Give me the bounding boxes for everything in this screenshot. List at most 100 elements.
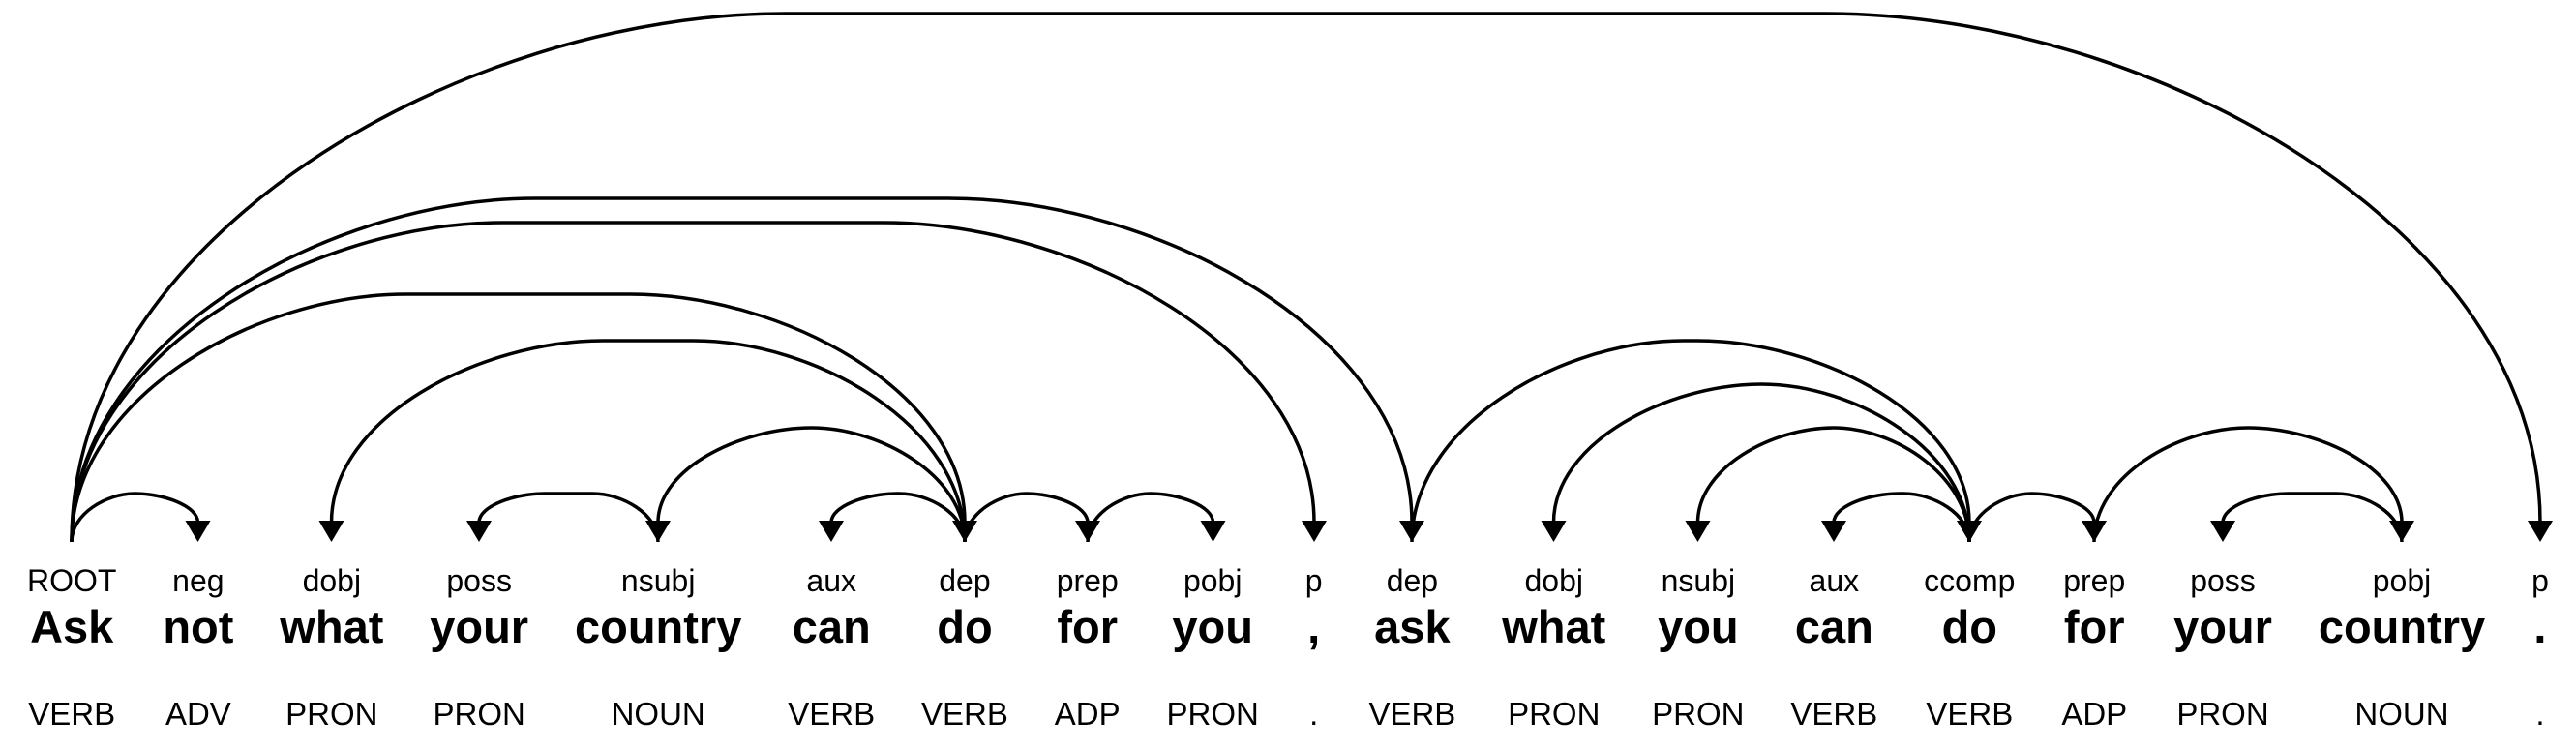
arrowhead-icon — [1821, 521, 1846, 542]
token-cell: dobj what PRON — [1502, 562, 1605, 733]
token-cell: dep ask VERB — [1368, 562, 1455, 733]
dependency-relation-label: dep — [1386, 563, 1439, 598]
token-cell: neg not ADV — [163, 562, 233, 733]
token-cell: pobj country NOUN — [2319, 562, 2485, 733]
dependency-arc-dobj — [329, 339, 967, 543]
pos-tag: VERB — [28, 696, 116, 732]
dependency-relation-label: pobj — [2372, 563, 2432, 598]
dependency-relation-label: nsubj — [620, 563, 696, 598]
pos-tag: NOUN — [611, 696, 705, 732]
arrowhead-icon — [1302, 521, 1327, 542]
dependency-relation-label: aux — [806, 563, 856, 598]
dependency-arc-p — [70, 12, 2542, 543]
token-word: Ask — [30, 601, 114, 652]
arrowhead-icon — [2210, 521, 2235, 542]
token-cell: pobj you PRON — [1167, 562, 1259, 733]
token-cell: ROOT Ask VERB — [27, 562, 116, 733]
token-word: you — [1172, 601, 1253, 652]
dependency-arc-ccomp — [1410, 339, 1971, 543]
token-word: you — [1658, 601, 1739, 652]
token-cell: poss your PRON — [430, 562, 528, 733]
token-word: . — [2533, 601, 2547, 652]
arrowhead-icon — [318, 521, 344, 542]
dependency-relation-label: neg — [172, 563, 225, 598]
pos-tag: ADP — [2061, 696, 2128, 732]
dependency-relation-label: aux — [1809, 563, 1860, 598]
dependency-arc-prep — [1967, 492, 2096, 543]
token-word: ask — [1374, 601, 1451, 652]
dependency-arc-dep — [70, 292, 967, 543]
dependency-arc-poss — [477, 492, 660, 543]
dependency-relation-label: dep — [939, 563, 991, 598]
arrowhead-icon — [1200, 521, 1226, 542]
token-cell: dep do VERB — [921, 562, 1008, 733]
pos-tag: VERB — [921, 696, 1008, 732]
token-word: for — [2063, 601, 2125, 652]
token-cell: aux can VERB — [788, 562, 875, 733]
token-cell: nsubj country NOUN — [575, 562, 741, 733]
dependency-relation-label: p — [1304, 563, 1323, 598]
token-word: country — [2318, 601, 2486, 652]
dependency-arc-nsubj — [1695, 426, 1971, 543]
pos-tag: PRON — [1652, 696, 1745, 732]
token-cell: poss your PRON — [2173, 562, 2272, 733]
token-word: do — [1941, 601, 1997, 652]
pos-tag: VERB — [788, 696, 876, 732]
pos-tag: ADP — [1054, 696, 1121, 732]
dependency-arc-dep — [70, 196, 1414, 543]
token-word: , — [1307, 601, 1321, 652]
arrowhead-icon — [1685, 521, 1711, 542]
pos-tag: NOUN — [2354, 696, 2449, 732]
token-word: what — [280, 601, 384, 652]
pos-tag: VERB — [1368, 696, 1456, 732]
dependency-arc-poss — [2221, 492, 2404, 543]
dependency-arc-aux — [1832, 492, 1971, 543]
dependency-arc-nsubj — [656, 426, 967, 543]
token-word: can — [792, 601, 871, 652]
dependency-relation-label: prep — [2063, 563, 2126, 598]
arrowhead-icon — [185, 521, 211, 542]
token-word: your — [430, 601, 529, 652]
pos-tag: . — [1309, 696, 1319, 732]
pos-tag: VERB — [1790, 696, 1878, 732]
arrowhead-icon — [819, 521, 844, 542]
dependency-arc-prep — [963, 492, 1090, 543]
token-cell: ccomp do VERB — [1924, 562, 2015, 733]
dependency-relation-label: p — [2531, 563, 2549, 598]
token-word: for — [1057, 601, 1119, 652]
pos-tag: ADV — [165, 696, 231, 732]
dependency-relation-label: dobj — [302, 563, 362, 598]
arrowhead-icon — [466, 521, 492, 542]
pos-tag: PRON — [1508, 696, 1601, 732]
token-cell: nsubj you PRON — [1652, 562, 1744, 733]
token-word: your — [2173, 601, 2272, 652]
token-word: do — [937, 601, 993, 652]
dependency-arc-p — [70, 221, 1316, 543]
dependency-arc-pobj — [2092, 426, 2404, 543]
token-row: ROOT Ask VERB neg not ADV dobj what PRON… — [27, 562, 2549, 733]
pos-tag: VERB — [1926, 696, 2014, 732]
token-word: not — [163, 601, 234, 652]
dependency-relation-label: pobj — [1183, 563, 1243, 598]
arrowhead-icon — [1541, 521, 1567, 542]
pos-tag: PRON — [2176, 696, 2269, 732]
pos-tag: PRON — [285, 696, 378, 732]
token-cell: p . . — [2531, 562, 2549, 733]
dependency-arc-pobj — [1086, 492, 1215, 543]
dependency-arc-neg — [70, 492, 200, 543]
dependency-relation-label: poss — [446, 563, 512, 598]
token-word: what — [1502, 601, 1606, 652]
token-cell: prep for ADP — [1055, 562, 1121, 733]
dependency-relation-label: nsubj — [1661, 563, 1736, 598]
token-cell: p , . — [1305, 562, 1323, 733]
pos-tag: PRON — [1166, 696, 1259, 732]
arrowhead-icon — [2528, 521, 2553, 542]
token-cell: prep for ADP — [2061, 562, 2127, 733]
pos-tag: . — [2535, 696, 2545, 732]
arrowhead-icon — [645, 521, 671, 542]
dependency-relation-label: ccomp — [1924, 563, 2016, 598]
dependency-relation-label: prep — [1056, 563, 1119, 598]
token-cell: dobj what PRON — [280, 562, 383, 733]
